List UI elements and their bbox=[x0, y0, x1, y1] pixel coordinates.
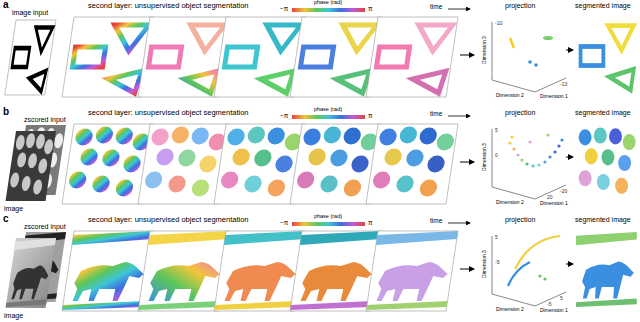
tick-label: -10 bbox=[495, 21, 502, 26]
panel-heading: segmented image bbox=[575, 216, 631, 223]
axis-label: Dimension 2 bbox=[496, 200, 524, 205]
row-a bbox=[5, 8, 634, 97]
panel-heading: second layer: unsupervised object segmen… bbox=[88, 109, 249, 117]
panel-heading: second layer: unsupervised object segmen… bbox=[88, 2, 249, 10]
panel-heading: projection bbox=[505, 2, 535, 9]
tick-label: 5 bbox=[495, 235, 498, 240]
phase-panel bbox=[366, 17, 458, 97]
axis-label: time bbox=[430, 4, 442, 11]
input-panel bbox=[5, 20, 56, 95]
colorbar-max: π bbox=[368, 6, 373, 13]
input-label: zscored input bbox=[24, 223, 66, 230]
projection-points bbox=[510, 36, 553, 67]
axis-label: time bbox=[430, 111, 442, 118]
tick-label: -5 bbox=[495, 260, 499, 265]
tick-label: -5 bbox=[547, 302, 551, 307]
tick-label: 20 bbox=[547, 195, 553, 200]
axis-label: time bbox=[430, 218, 442, 225]
tick-label: -20 bbox=[560, 189, 567, 194]
panel-heading: segmented image bbox=[575, 2, 631, 9]
panel-heading: projection bbox=[505, 109, 535, 116]
colorbar-min: −π bbox=[280, 113, 288, 120]
panel-letter: c bbox=[3, 214, 9, 224]
colorbar-title: phase (rad) bbox=[314, 107, 342, 113]
axis-label: Dimension 2 bbox=[496, 93, 524, 98]
panel-heading: second layer: unsupervised object segmen… bbox=[88, 216, 249, 224]
axis-label: Dimension 3 bbox=[482, 250, 487, 278]
row-b bbox=[6, 115, 636, 204]
phase-panel bbox=[366, 231, 458, 311]
colorbar-min: −π bbox=[280, 6, 288, 13]
axis-label: Dimension 1 bbox=[540, 201, 568, 206]
input-panel bbox=[6, 131, 56, 201]
input-panel bbox=[6, 238, 56, 308]
projection-points bbox=[508, 133, 563, 167]
colorbar-max: π bbox=[368, 113, 373, 120]
colorbar-max: π bbox=[368, 220, 373, 227]
segmented-image bbox=[576, 232, 637, 307]
tick-label: 5 bbox=[495, 128, 498, 133]
tick-label: 5 bbox=[560, 296, 563, 301]
axis-label: Dimension 2 bbox=[496, 307, 524, 312]
projection-points bbox=[508, 236, 560, 286]
panel-heading: segmented image bbox=[575, 109, 631, 116]
row-c bbox=[6, 222, 637, 311]
colorbar-title: phase (rad) bbox=[314, 0, 342, 6]
segmented-image bbox=[579, 127, 636, 194]
segmented-image bbox=[581, 26, 634, 91]
colorbar-min: −π bbox=[280, 220, 288, 227]
input-label: image bbox=[4, 312, 23, 319]
panel-heading: projection bbox=[505, 216, 535, 223]
axis-label: Dimension 3 bbox=[482, 143, 487, 171]
tick-label: 0 bbox=[495, 153, 498, 158]
axis-label: Dimension 1 bbox=[540, 94, 568, 99]
colorbar-title: phase (rad) bbox=[314, 214, 342, 220]
phase-panel bbox=[366, 124, 458, 204]
tick-label: -13 bbox=[560, 82, 567, 87]
panel-letter: b bbox=[3, 107, 9, 117]
axis-label: Dimension 1 bbox=[540, 308, 568, 313]
input-label: zscored input bbox=[24, 116, 66, 123]
panel-letter: a bbox=[3, 0, 9, 10]
input-label: image input bbox=[12, 9, 48, 16]
axis-label: Dimension 3 bbox=[482, 36, 487, 64]
input-label: image bbox=[4, 205, 23, 212]
